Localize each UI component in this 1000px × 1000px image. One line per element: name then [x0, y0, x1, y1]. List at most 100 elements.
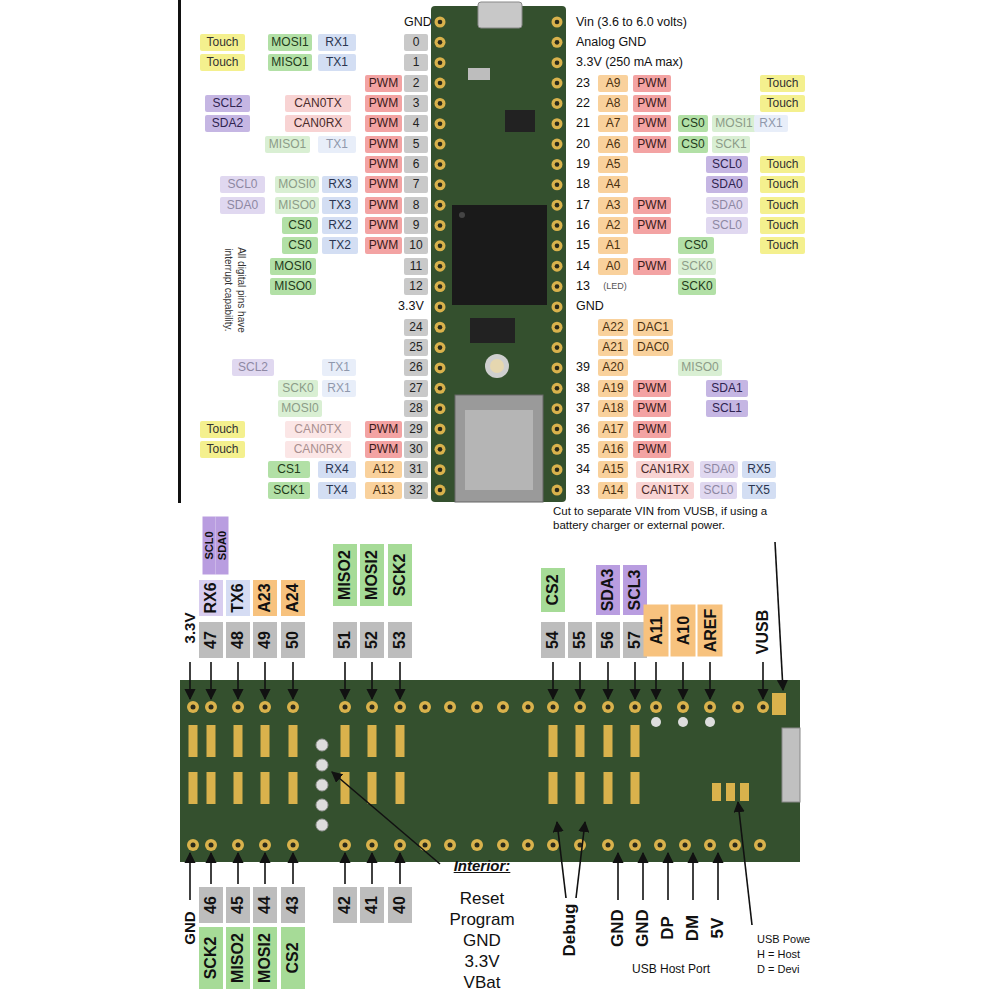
pin-number: 18 [576, 176, 590, 193]
leader-line [709, 662, 711, 699]
pin-number: 45 [226, 887, 250, 923]
small-chip [470, 318, 515, 343]
pin-hole [438, 345, 443, 350]
pin-number: 17 [576, 197, 590, 214]
pin-hole [236, 705, 241, 710]
pin-function-chip: RX4 [318, 461, 356, 478]
pin-function-chip: MOSI1 [712, 115, 756, 132]
pin-hole [398, 843, 403, 848]
pin-pad [552, 362, 563, 373]
pin-function-chip: TX6 [226, 580, 250, 616]
analog-pad [651, 717, 661, 727]
pin-pad [435, 301, 446, 312]
pin-function-chip: SCL2 [205, 95, 250, 112]
pin-function-chip: Touch [200, 421, 245, 438]
pin-number: 15 [576, 237, 590, 254]
pin-pad [444, 839, 456, 851]
pin-function-chip: A4 [598, 176, 628, 193]
pin-number: 5 [404, 136, 428, 153]
pin-function-chip: AREF [698, 604, 723, 656]
pin-function-chip: CS2 [541, 568, 565, 612]
pin-pad [629, 839, 641, 851]
pin-number: 7 [404, 176, 428, 193]
pin-pad [394, 701, 406, 713]
pin-function-chip: SCL0 [220, 176, 265, 193]
pin-function-chip: A18 [598, 400, 628, 417]
pin-function-chip: MOSI2 [360, 544, 384, 606]
pin-hole [555, 325, 560, 330]
pin-pad [552, 139, 563, 150]
chip-dot [459, 212, 465, 218]
pin-pad [435, 342, 446, 353]
pin-hole [555, 101, 560, 106]
pin-hole [438, 305, 443, 310]
pin-hole [475, 705, 480, 710]
pin-function-chip: A22 [598, 319, 628, 336]
pin-hole [423, 843, 428, 848]
pin-hole [291, 705, 296, 710]
board-top [431, 6, 566, 502]
pin-name: 3.3V [182, 604, 198, 652]
pin-function-chip: A5 [598, 156, 628, 173]
pin-number: 29 [404, 421, 428, 438]
pin-function-chip: PWM [633, 136, 671, 153]
pin-function-chip: CS0 [678, 115, 708, 132]
pin-function-chip: PWM [365, 156, 402, 173]
crystal [468, 68, 490, 80]
pin-pad [435, 322, 446, 333]
pin-hole [633, 843, 638, 848]
pin-function-chip: A20 [598, 359, 628, 376]
pin-function-chip: A7 [598, 115, 628, 132]
pin-number: 36 [576, 421, 590, 438]
pin-function-chip: Touch [200, 441, 245, 458]
pin-hole [209, 705, 214, 710]
pin-function-chip: SCK1 [712, 136, 750, 153]
pin-function-chip: CS0 [678, 237, 714, 254]
smd-pad [189, 725, 198, 757]
pin-function-chip: A1 [598, 237, 628, 254]
pin-hole [448, 843, 453, 848]
pin-function-chip: PWM [633, 380, 671, 397]
sd-slot [465, 410, 533, 490]
pin-hole [708, 843, 713, 848]
pin-hole [555, 20, 560, 25]
pin-pad [435, 159, 446, 170]
pin-number: 53 [388, 622, 412, 658]
pin-number: 47 [199, 622, 223, 658]
leader-line [210, 662, 212, 699]
interior-pad [316, 779, 328, 791]
pin-pad [552, 261, 563, 272]
pin-pad [435, 485, 446, 496]
pin-function-chip: PWM [365, 176, 402, 193]
pin-number: 6 [404, 156, 428, 173]
pin-function-chip: CAN0RX [285, 441, 351, 458]
leader-line [237, 853, 239, 884]
pin-function-chip: TX1 [318, 54, 356, 71]
smd-pad [576, 772, 585, 804]
pin-function-chip: TX2 [322, 237, 358, 254]
leader-line [371, 853, 373, 884]
pin-function-chip: Touch [760, 95, 805, 112]
usb-connector [782, 728, 800, 802]
interior-pad [316, 799, 328, 811]
pin-number: 46 [199, 887, 223, 923]
leader-line [399, 853, 401, 884]
leader-line [762, 662, 764, 699]
leader-line [264, 853, 266, 884]
smd-pad [396, 772, 405, 804]
pin-function-chip: RX1 [322, 380, 356, 397]
leader-line [210, 853, 212, 884]
pin-function-chip: Touch [760, 197, 805, 214]
pin-function-chip: TX1 [318, 136, 356, 153]
section-heading: Interior: [402, 857, 562, 875]
leader-line [292, 853, 294, 884]
pin-function-chip: A8 [598, 95, 628, 112]
pin-hole [209, 843, 214, 848]
pin-pad [552, 342, 563, 353]
pin-function-chip: TX1 [322, 359, 356, 376]
smd-pad [207, 725, 216, 757]
pin-hole [438, 223, 443, 228]
leader-line [237, 662, 239, 699]
leader-line [607, 662, 609, 699]
